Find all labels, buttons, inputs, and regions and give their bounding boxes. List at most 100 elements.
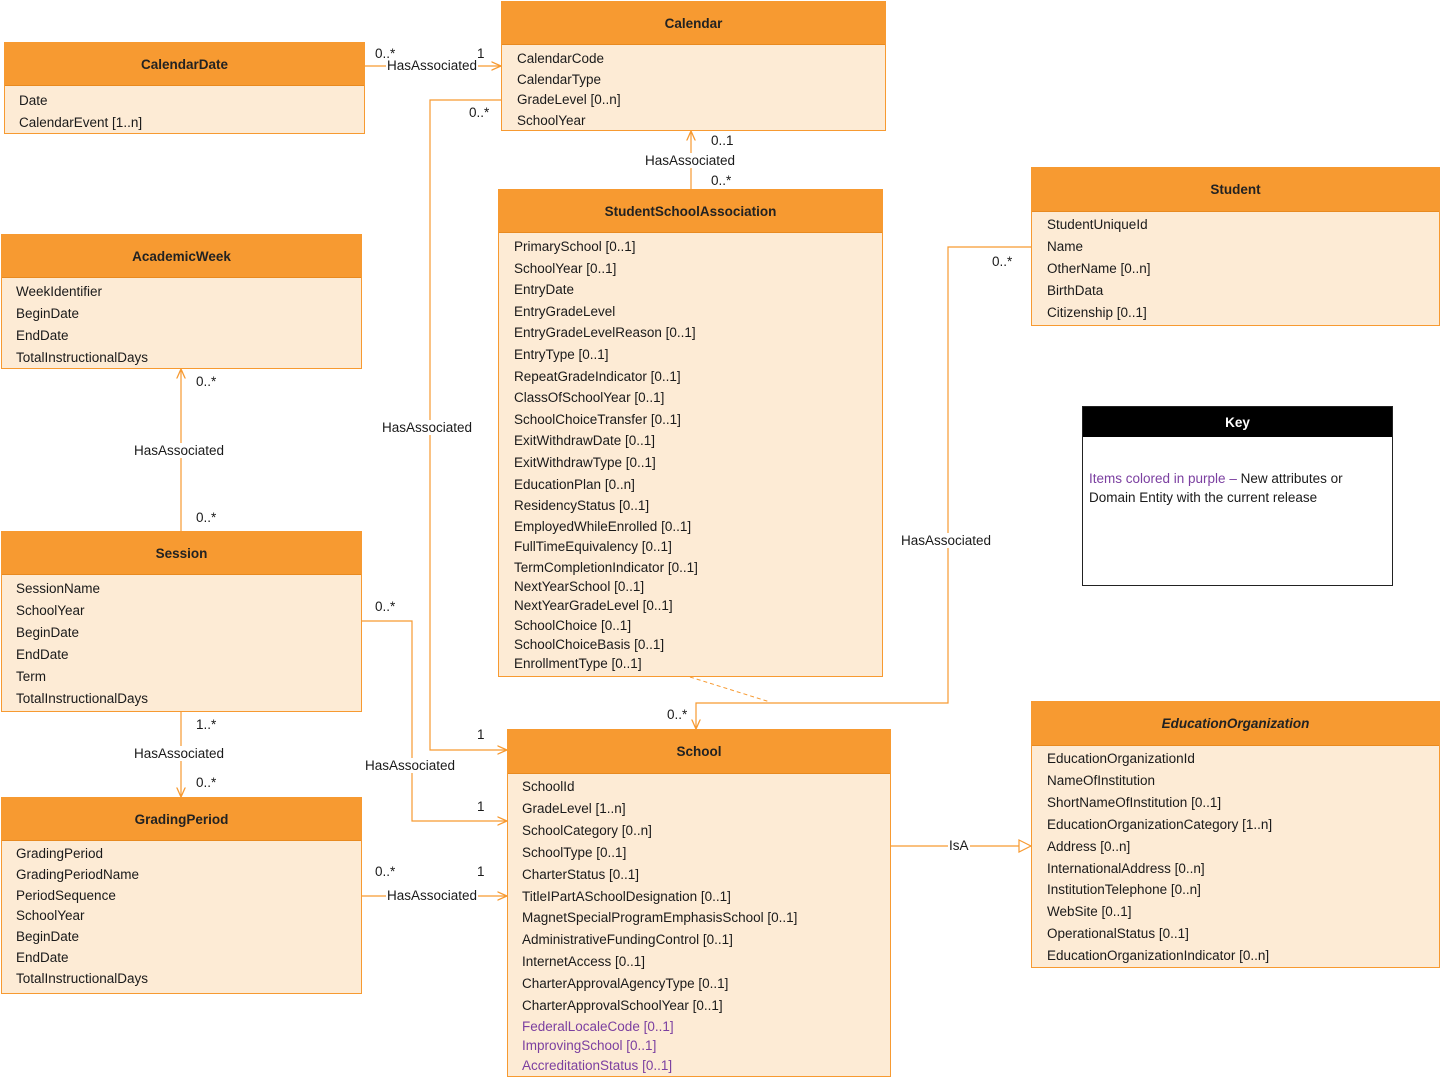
attribute: MagnetSpecialProgramEmphasisSchool [0..1…	[522, 910, 798, 926]
entity-student-school-association[interactable]: StudentSchoolAssociation PrimarySchool […	[498, 189, 883, 677]
attribute: Citizenship [0..1]	[1047, 305, 1147, 320]
entity-title: School	[508, 730, 890, 774]
multiplicity: 1	[477, 799, 485, 814]
attribute: SchoolType [0..1]	[522, 844, 627, 860]
attribute: CharterApprovalAgencyType [0..1]	[522, 976, 729, 992]
entity-calendar[interactable]: Calendar CalendarCode CalendarType Grade…	[501, 1, 886, 131]
attribute: EntryGradeLevelReason [0..1]	[514, 325, 696, 341]
multiplicity: 1..*	[196, 717, 217, 732]
new-attribute: FederalLocaleCode [0..1]	[522, 1018, 674, 1034]
attribute-list: SessionName SchoolYear BeginDate EndDate…	[2, 575, 361, 710]
attribute-list: GradingPeriod GradingPeriodName PeriodSe…	[2, 841, 361, 990]
attribute: GradingPeriodName	[16, 866, 140, 882]
legend-rest-text: New attributes or Domain Entity with the…	[1089, 471, 1343, 505]
multiplicity: 0..*	[375, 599, 396, 614]
entity-grading-period[interactable]: GradingPeriod GradingPeriod GradingPerio…	[1, 797, 362, 994]
attribute: StudentUniqueId	[1047, 217, 1148, 232]
relation-label-isa: IsA	[948, 838, 970, 853]
attribute: BeginDate	[16, 625, 80, 640]
multiplicity: 0..*	[196, 374, 217, 389]
multiplicity: 0..*	[711, 173, 732, 188]
attribute: InstitutionTelephone [0..n]	[1047, 882, 1201, 898]
new-attribute: ImprovingSchool [0..1]	[522, 1038, 657, 1054]
attribute: FullTimeEquivalency [0..1]	[514, 539, 672, 555]
entity-title: StudentSchoolAssociation	[499, 190, 882, 233]
attribute: EntryDate	[514, 282, 575, 298]
attribute: NameOfInstitution	[1047, 772, 1156, 788]
line-ssa-association-dashed	[689, 676, 771, 703]
relation-label: HasAssociated	[900, 533, 993, 548]
multiplicity: 0..1	[711, 133, 734, 148]
attribute: BeginDate	[16, 929, 80, 945]
attribute: GradeLevel [0..n]	[517, 92, 621, 107]
attribute: CharterStatus [0..1]	[522, 866, 640, 882]
attribute: PrimarySchool [0..1]	[514, 239, 636, 254]
multiplicity: 0..*	[469, 105, 490, 120]
attribute: WebSite [0..1]	[1047, 904, 1132, 920]
attribute: EducationOrganizationIndicator [0..n]	[1047, 948, 1270, 964]
entity-title: Student	[1032, 168, 1439, 212]
attribute-list: EducationOrganizationId NameOfInstitutio…	[1032, 746, 1439, 967]
attribute: EducationPlan [0..n]	[514, 476, 635, 492]
relation-label: HasAssociated	[386, 58, 479, 73]
attribute: SchoolId	[522, 779, 575, 794]
attribute: TotalInstructionalDays	[16, 691, 149, 706]
attribute: AdministrativeFundingControl [0..1]	[522, 932, 733, 948]
multiplicity: 1	[477, 46, 485, 61]
attribute: Term	[16, 669, 46, 684]
entity-session[interactable]: Session SessionName SchoolYear BeginDate…	[1, 531, 362, 712]
attribute: SchoolChoice [0..1]	[514, 617, 632, 633]
attribute: TotalInstructionalDays	[16, 350, 149, 365]
attribute: NextYearGradeLevel [0..1]	[514, 598, 673, 614]
entity-academic-week[interactable]: AcademicWeek WeekIdentifier BeginDate En…	[1, 234, 362, 369]
attribute: SchoolChoiceTransfer [0..1]	[514, 411, 681, 427]
attribute: Name	[1047, 239, 1084, 254]
legend-dash: –	[1225, 471, 1241, 486]
attribute: ResidencyStatus [0..1]	[514, 498, 650, 514]
attribute: ExitWithdrawDate [0..1]	[514, 433, 656, 449]
legend-title: Key	[1083, 407, 1392, 437]
attribute: CalendarCode	[517, 51, 605, 66]
attribute: EndDate	[16, 949, 69, 965]
attribute: BirthData	[1047, 283, 1104, 298]
relation-label: HasAssociated	[364, 758, 457, 773]
attribute: ExitWithdrawType [0..1]	[514, 454, 656, 470]
attribute: NextYearSchool [0..1]	[514, 579, 645, 595]
attribute: EmployedWhileEnrolled [0..1]	[514, 518, 692, 534]
attribute: CharterApprovalSchoolYear [0..1]	[522, 998, 723, 1014]
entity-title: EducationOrganization	[1032, 702, 1439, 746]
new-attribute: AccreditationStatus [0..1]	[522, 1057, 673, 1073]
relation-label: HasAssociated	[381, 420, 474, 435]
attribute: TotalInstructionalDays	[16, 970, 149, 986]
attribute: SchoolYear	[517, 112, 586, 128]
attribute-list: WeekIdentifier BeginDate EndDate TotalIn…	[2, 278, 361, 369]
attribute: CalendarType	[517, 71, 602, 87]
attribute: RepeatGradeIndicator [0..1]	[514, 368, 681, 384]
attribute: TermCompletionIndicator [0..1]	[514, 559, 698, 575]
attribute: OperationalStatus [0..1]	[1047, 926, 1189, 942]
entity-calendar-date[interactable]: CalendarDate Date CalendarEvent [1..n]	[4, 42, 365, 134]
attribute: TitleIPartASchoolDesignation [0..1]	[522, 888, 731, 904]
attribute: BeginDate	[16, 306, 80, 321]
entity-education-organization[interactable]: EducationOrganization EducationOrganizat…	[1031, 701, 1440, 968]
line-session-school	[362, 620, 507, 821]
attribute: ClassOfSchoolYear [0..1]	[514, 390, 665, 406]
attribute: GradingPeriod	[16, 846, 104, 861]
attribute: EntryType [0..1]	[514, 346, 609, 362]
entity-school[interactable]: School SchoolId GradeLevel [1..n] School…	[507, 729, 891, 1077]
multiplicity: 1	[477, 864, 485, 879]
attribute: InternetAccess [0..1]	[522, 954, 646, 970]
attribute-list: PrimarySchool [0..1] SchoolYear [0..1] E…	[499, 233, 882, 674]
attribute: SchoolYear	[16, 603, 85, 618]
attribute: ShortNameOfInstitution [0..1]	[1047, 794, 1222, 810]
attribute: EntryGradeLevel	[514, 303, 616, 319]
attribute: SchoolCategory [0..n]	[522, 822, 652, 838]
attribute: SessionName	[16, 581, 101, 596]
entity-title: CalendarDate	[5, 43, 364, 86]
attribute: OtherName [0..n]	[1047, 261, 1151, 276]
attribute: SchoolChoiceBasis [0..1]	[514, 636, 665, 652]
attribute: SchoolYear [0..1]	[514, 260, 617, 276]
entity-student[interactable]: Student StudentUniqueId Name OtherName […	[1031, 167, 1440, 326]
attribute: Date	[19, 93, 48, 108]
attribute: SchoolYear	[16, 908, 85, 924]
